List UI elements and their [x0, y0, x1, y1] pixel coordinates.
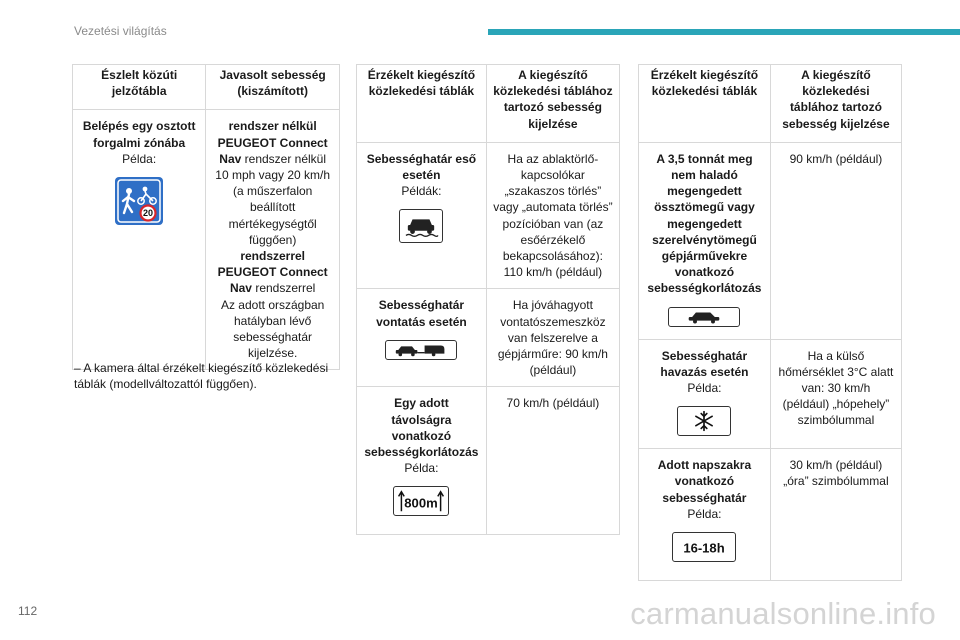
shared-zone-sign-icon: 20	[115, 177, 164, 226]
table-cell-speed: Ha az ablaktörlő-kapcsolókar „szakaszos …	[485, 141, 621, 290]
table-header-row: Érzékelt kiegészítő közlekedési táblák A…	[638, 64, 903, 143]
example-label: Példa:	[687, 506, 722, 521]
table-cell-speed: 90 km/h (például)	[769, 141, 903, 340]
car-with-trailer-icon	[385, 339, 458, 360]
table-cell-sign: Belépés egy osztott forgalmi zónába Péld…	[71, 109, 207, 371]
example-label: Példák:	[401, 184, 442, 199]
distance-800m-icon: 800m	[393, 486, 450, 517]
table-header-row: Érzékelt kiegészítő közlekedési táblák A…	[356, 64, 621, 143]
table-cell-speed: Ha jóváhagyott vontatószemeszköz van fel…	[485, 288, 621, 388]
table-cell-sign: A 3,5 tonnát meg nem haladó megengedett …	[638, 141, 771, 340]
table-row: Egy adott távolságra vonatkozó sebességk…	[356, 386, 621, 536]
header-accent-bar	[488, 29, 960, 35]
table-header-cell: A kiegészítő közlekedési táblához tartoz…	[485, 64, 621, 143]
table-row: Belépés egy osztott forgalmi zónába Péld…	[71, 109, 340, 371]
table-additional-signs-1: Érzékelt kiegészítő közlekedési táblák A…	[356, 64, 621, 536]
table-cell-sign: Sebességhatár eső esetén Példák:	[356, 141, 487, 290]
watermark-text: carmanualsonline.info	[630, 596, 936, 631]
table-header-cell: Érzékelt kiegészítő közlekedési táblák	[356, 64, 487, 143]
sign-title: Sebességhatár eső esetén	[366, 151, 477, 183]
desc-bold: rendszer nélkül PEUGEOT Connect Nav	[217, 119, 328, 166]
page-number: 112	[18, 604, 38, 618]
sign-title: Adott napszakra vonatkozó sebességhatár	[657, 458, 752, 505]
example-label: Példa:	[404, 461, 439, 476]
table-header-row: Észlelt közúti jelzőtábla Javasolt sebes…	[71, 63, 340, 111]
desc-text: rendszerrel	[251, 281, 316, 296]
table-additional-signs-2: Érzékelt kiegészítő közlekedési táblák A…	[638, 64, 903, 582]
desc-text: 10 mph vagy 20 km/h (a műszerfalon beáll…	[215, 168, 331, 247]
table-cell-speed: 70 km/h (például)	[485, 386, 621, 536]
table-header-cell: A kiegészítő közlekedési táblához tartoz…	[769, 64, 903, 143]
example-label: Példa:	[687, 381, 722, 396]
sign-speed-value: 20	[143, 208, 153, 218]
table-row: Sebességhatár havazás esetén Példa: Ha a…	[638, 338, 903, 450]
table-cell-speed: rendszer nélkül PEUGEOT Connect Nav rend…	[205, 109, 340, 371]
table-cell-sign: Egy adott távolságra vonatkozó sebességk…	[356, 386, 487, 536]
sign-title: Belépés egy osztott forgalmi zónába	[82, 119, 196, 150]
sign-title: Sebességhatár havazás esetén	[660, 348, 749, 379]
table-row: Sebességhatár vontatás esetén Ha jóváhag…	[356, 288, 621, 388]
table-header-cell: Érzékelt kiegészítő közlekedési táblák	[638, 64, 771, 143]
sign-title: Egy adott távolságra vonatkozó sebességk…	[364, 396, 479, 460]
table-cell-sign: Adott napszakra vonatkozó sebességhatár …	[638, 448, 771, 582]
snowflake-icon	[677, 406, 732, 437]
passenger-car-icon	[668, 306, 741, 327]
table-row: A 3,5 tonnát meg nem haladó megengedett …	[638, 141, 903, 340]
desc-text: rendszer nélkül	[241, 151, 327, 166]
example-label: Példa:	[122, 151, 157, 166]
table-row: Sebességhatár eső esetén Példák: Ha az a…	[356, 141, 621, 290]
desc-text: Az adott országban hatályban lévő sebess…	[220, 297, 325, 361]
sign-title: A 3,5 tonnát meg nem haladó megengedett …	[647, 151, 762, 296]
camera-note: – A kamera által érzékelt kiegészítő köz…	[74, 361, 329, 391]
time-range-icon: 16-18h	[672, 532, 737, 563]
table-header-cell: Észlelt közúti jelzőtábla	[71, 63, 207, 111]
table-row: Adott napszakra vonatkozó sebességhatár …	[638, 448, 903, 582]
table-cell-sign: Sebességhatár havazás esetén Példa:	[638, 338, 771, 450]
table-header-cell: Javasolt sebesség (kiszámított)	[205, 63, 340, 111]
wet-road-car-icon	[399, 209, 444, 244]
sign-title: Sebességhatár vontatás esetén	[376, 298, 467, 329]
page-header-title: Vezetési világítás	[74, 24, 167, 38]
table-detected-signs: Észlelt közúti jelzőtábla Javasolt sebes…	[71, 63, 340, 371]
time-sign-text: 16-18h	[684, 541, 725, 556]
distance-sign-text: 800m	[405, 496, 438, 511]
table-cell-speed: Ha a külső hőmérséklet 3°C alatt van: 30…	[769, 338, 903, 450]
desc-bold: rendszerrel PEUGEOT Connect Nav	[217, 249, 328, 296]
table-cell-speed: 30 km/h (például) „óra” szimbólummal	[769, 448, 903, 582]
table-cell-sign: Sebességhatár vontatás esetén	[356, 288, 487, 388]
